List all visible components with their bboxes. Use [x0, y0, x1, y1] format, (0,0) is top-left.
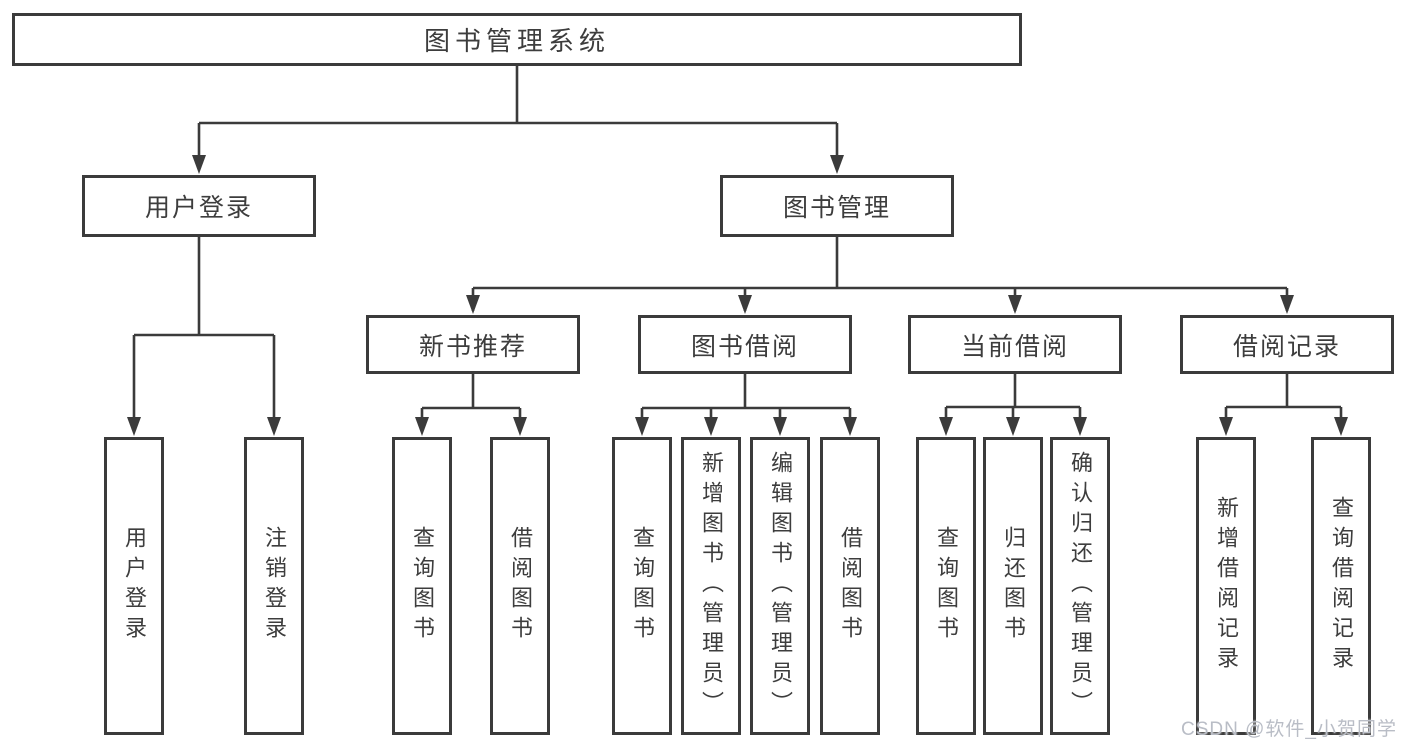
leaf-query-books-borrow: 查询图书: [612, 437, 672, 735]
leaf-query-books-recommend: 查询图书: [392, 437, 452, 735]
node-label: 用户登录: [122, 526, 147, 646]
node-label: 确认归还（管理员）: [1068, 451, 1093, 721]
node-label: 查询借阅记录: [1329, 496, 1354, 676]
node-label: 借阅图书: [838, 526, 863, 646]
connector-borrow-records: [1219, 374, 1348, 436]
node-label: 新增图书（管理员）: [699, 451, 724, 721]
node-label: 借阅图书: [508, 526, 533, 646]
leaf-logout: 注销登录: [244, 437, 304, 735]
node-library-system-root: 图书管理系统: [12, 13, 1022, 66]
leaf-borrow-books: 借阅图书: [820, 437, 880, 735]
node-label: 图书管理: [782, 194, 891, 222]
node-book-management: 图书管理: [720, 175, 954, 237]
node-label: 用户登录: [144, 194, 253, 222]
node-current-borrow: 当前借阅: [908, 315, 1122, 374]
node-book-borrow: 图书借阅: [638, 315, 852, 374]
node-label: 图书借阅: [690, 332, 799, 361]
connector-user-login: [127, 237, 281, 436]
connector-root: [192, 66, 844, 174]
connector-new-book-recommend: [415, 374, 527, 436]
node-new-book-recommend: 新书推荐: [366, 315, 580, 374]
node-label: 编辑图书（管理员）: [768, 451, 793, 721]
node-label: 新增借阅记录: [1214, 496, 1239, 676]
connector-book-management: [466, 237, 1294, 314]
leaf-query-borrow-record: 查询借阅记录: [1311, 437, 1371, 735]
leaf-add-borrow-record: 新增借阅记录: [1196, 437, 1256, 735]
leaf-return-book: 归还图书: [983, 437, 1043, 735]
node-label: 查询图书: [934, 526, 959, 646]
leaf-confirm-return-admin: 确认归还（管理员）: [1050, 437, 1110, 735]
leaf-borrow-books-recommend: 借阅图书: [490, 437, 550, 735]
node-label: 注销登录: [262, 526, 287, 646]
node-label: 新书推荐: [418, 332, 527, 361]
node-label: 借阅记录: [1232, 332, 1341, 361]
node-borrow-records: 借阅记录: [1180, 315, 1394, 374]
connector-book-borrow: [635, 374, 857, 436]
leaf-query-books-current: 查询图书: [916, 437, 976, 735]
leaf-user-login: 用户登录: [104, 437, 164, 735]
connector-current-borrow: [939, 374, 1087, 436]
csdn-watermark: CSDN @软件_小贺同学: [1181, 719, 1397, 740]
node-label: 查询图书: [410, 526, 435, 646]
node-user-login: 用户登录: [82, 175, 316, 237]
node-label: 当前借阅: [960, 332, 1069, 361]
node-label: 图书管理系统: [423, 26, 610, 56]
node-label: 归还图书: [1001, 526, 1026, 646]
leaf-add-book-admin: 新增图书（管理员）: [681, 437, 741, 735]
leaf-edit-book-admin: 编辑图书（管理员）: [750, 437, 810, 735]
node-label: 查询图书: [630, 526, 655, 646]
